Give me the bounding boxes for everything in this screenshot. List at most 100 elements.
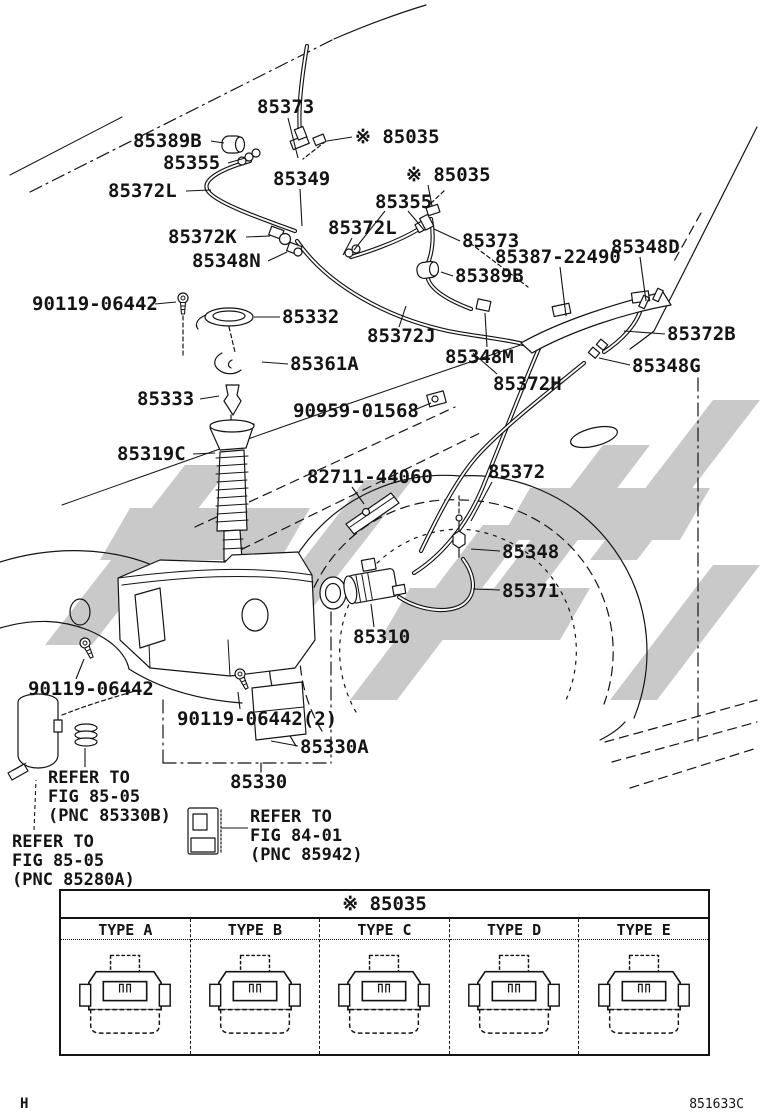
- part-label-85330a: 85330A: [300, 736, 369, 758]
- hose-85372j: [294, 238, 526, 347]
- footer-figure-code: 851633C: [689, 1097, 744, 1112]
- part-label-85372j: 85372J: [367, 325, 436, 347]
- type-a-label: TYPE A: [61, 919, 190, 940]
- part-label-85355-2: 85355: [375, 191, 432, 213]
- type-b-connector-icon: [191, 940, 320, 1054]
- relay-85942: [187, 807, 222, 855]
- part-label-85372l-2: 85372L: [328, 217, 397, 239]
- type-a-connector-icon: [61, 940, 190, 1054]
- type-c-label: TYPE C: [320, 919, 449, 940]
- table-col-type-d: TYPE D: [448, 919, 579, 1054]
- ref-note-2-line-1: REFER TO: [250, 807, 332, 827]
- type-c-connector-icon: [320, 940, 449, 1054]
- part-label-85348: 85348: [502, 541, 559, 563]
- ref-note-1-line-3: (PNC 85330B): [48, 806, 171, 826]
- part-label-85373-1: 85373: [257, 96, 314, 118]
- part-label-85387-22490: 85387-22490: [495, 246, 621, 268]
- joint-cluster-85372k: [268, 225, 303, 257]
- connector-type-table: ※ 85035 TYPE A TYPE B TYPE C TYPE D TYPE…: [59, 889, 710, 1056]
- part-label-85035-1: ※ 85035: [355, 126, 440, 148]
- hose-85371: [396, 556, 476, 613]
- hose-85355b: [348, 226, 422, 260]
- part-labels: 85373 85389B ※ 85035 85355 85349 ※ 85035…: [28, 96, 736, 793]
- ref-note-3-line-1: REFER TO: [12, 832, 94, 852]
- part-label-85348m: 85348M: [445, 346, 514, 368]
- part-label-85372h: 85372H: [493, 373, 562, 395]
- leader-lines: [33, 117, 666, 831]
- ref-notes: REFER TO FIG 85-05 (PNC 85330B) REFER TO…: [12, 768, 363, 890]
- part-label-85372l-1: 85372L: [108, 180, 177, 202]
- nozzle-joint-85373-2: [414, 213, 435, 234]
- part-label-82711-44060: 82711-44060: [307, 466, 433, 488]
- type-d-connector-icon: [450, 940, 579, 1054]
- hose-85372h: [418, 360, 587, 554]
- grommet-ring: [319, 576, 347, 610]
- table-header: ※ 85035: [61, 891, 708, 919]
- ref-note-3-line-2: FIG 85-05: [12, 851, 104, 871]
- beads-85355-2: [344, 244, 361, 258]
- part-label-85319c: 85319C: [117, 443, 186, 465]
- part-label-90119-2: 90119-06442: [28, 678, 154, 700]
- car-body-lines: [0, 4, 758, 789]
- grommet-85330b: [74, 723, 98, 747]
- washer-motor-85280a: [7, 693, 63, 781]
- grommet-85389b-1: [221, 135, 246, 154]
- footer-page-letter: H: [20, 1096, 29, 1112]
- ref-note-3-line-3: (PNC 85280A): [12, 870, 135, 890]
- bellows-85319c: [215, 449, 249, 532]
- part-label-85035-2: ※ 85035: [406, 164, 491, 186]
- part-label-85355-1: 85355: [163, 152, 220, 174]
- parts: [7, 125, 672, 855]
- washer-cap-85332: [195, 307, 254, 353]
- clip-85348m: [475, 298, 492, 312]
- joint-85355-1: [237, 148, 261, 166]
- reservoir-tank-85330: [117, 551, 316, 773]
- part-label-85371: 85371: [502, 580, 559, 602]
- type-b-label: TYPE B: [190, 919, 320, 940]
- joint-85333: [223, 384, 242, 426]
- ref-note-2-line-2: FIG 84-01: [250, 826, 342, 846]
- part-label-85372: 85372: [488, 461, 545, 483]
- part-label-85348n: 85348N: [192, 250, 261, 272]
- grommet-85389b-2: [416, 260, 440, 280]
- part-label-85372b: 85372B: [667, 323, 736, 345]
- hose-85372l: [204, 158, 298, 234]
- protector-82711: [345, 492, 400, 535]
- type-e-connector-icon: [579, 940, 708, 1054]
- part-label-85349: 85349: [273, 168, 330, 190]
- part-label-85372k: 85372K: [168, 226, 237, 248]
- table-col-type-c: TYPE C: [319, 919, 449, 1054]
- ref-note-2-line-3: (PNC 85942): [250, 845, 363, 865]
- ref-note-1-line-1: REFER TO: [48, 768, 130, 788]
- filler-funnel: [209, 419, 255, 451]
- part-label-90119-3: 90119-06442(2): [177, 708, 337, 730]
- part-label-85310: 85310: [353, 626, 410, 648]
- clip-85035-2: [425, 203, 441, 217]
- check-valve-85348: [452, 495, 466, 558]
- clamp-90959: [426, 390, 447, 408]
- screw-90119-1: [177, 292, 189, 315]
- part-label-85389b-2: 85389B: [455, 265, 524, 287]
- table-col-type-b: TYPE B: [189, 919, 320, 1054]
- table-col-type-e: TYPE E: [578, 919, 708, 1054]
- part-label-85348g: 85348G: [632, 355, 701, 377]
- part-label-85389b-1: 85389B: [133, 130, 202, 152]
- part-label-90119-1: 90119-06442: [32, 293, 158, 315]
- ref-note-1-line-2: FIG 85-05: [48, 787, 140, 807]
- hose-nozzle2-down: [425, 276, 474, 312]
- part-label-90959-01568: 90959-01568: [293, 400, 419, 422]
- part-label-85348d: 85348D: [611, 236, 680, 258]
- part-label-85333: 85333: [137, 388, 194, 410]
- part-label-85373-2: 85373: [462, 230, 519, 252]
- type-e-label: TYPE E: [579, 919, 708, 940]
- washer-pump-85310: [343, 557, 407, 605]
- part-label-85361a: 85361A: [290, 353, 359, 375]
- hose-85372b: [601, 306, 644, 355]
- hose-85372: [411, 343, 543, 576]
- nozzles-85348d: [638, 287, 664, 310]
- type-d-label: TYPE D: [449, 919, 579, 940]
- part-label-85332: 85332: [282, 306, 339, 328]
- table-col-type-a: TYPE A: [61, 919, 190, 1054]
